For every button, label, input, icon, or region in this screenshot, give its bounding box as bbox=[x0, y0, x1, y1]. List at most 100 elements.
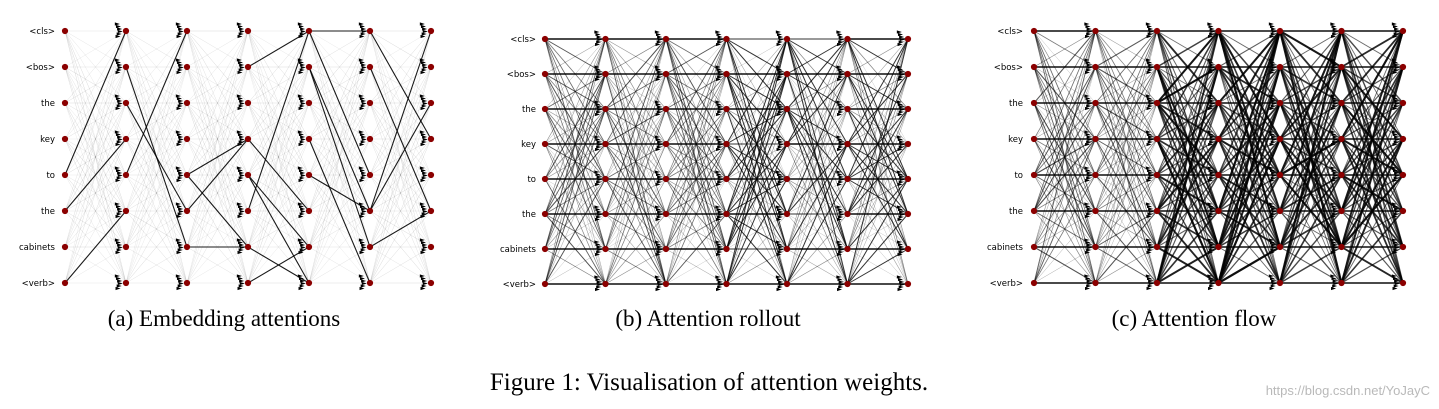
arrowhead bbox=[361, 29, 367, 34]
arrowhead bbox=[1330, 94, 1336, 98]
token-node bbox=[1092, 135, 1099, 143]
attention-edge bbox=[1217, 30, 1281, 140]
attention-edge bbox=[369, 102, 432, 212]
arrowhead bbox=[1332, 243, 1338, 247]
attention-edge bbox=[1095, 66, 1158, 212]
attention-edge bbox=[369, 66, 432, 212]
token-node bbox=[783, 245, 791, 253]
attention-edge bbox=[1341, 30, 1404, 176]
arrowhead bbox=[655, 102, 661, 107]
arrowhead bbox=[298, 250, 304, 255]
arrowhead bbox=[236, 238, 242, 242]
attention-edge bbox=[125, 138, 188, 284]
arrowhead bbox=[1332, 99, 1338, 103]
token-node bbox=[183, 99, 191, 107]
arrowhead bbox=[655, 182, 661, 187]
arrowhead bbox=[655, 67, 661, 72]
arrowhead bbox=[176, 70, 182, 75]
arrowhead bbox=[777, 75, 783, 79]
attention-edge bbox=[125, 66, 188, 176]
token-node bbox=[122, 171, 130, 179]
arrowhead bbox=[778, 245, 784, 249]
attention-edge bbox=[308, 174, 371, 248]
arrowhead bbox=[300, 137, 306, 142]
arrowhead bbox=[239, 63, 245, 67]
arrowhead bbox=[717, 180, 723, 184]
arrowhead bbox=[1333, 101, 1339, 106]
arrowhead bbox=[421, 68, 427, 72]
arrowhead bbox=[117, 207, 123, 211]
arrowhead bbox=[1207, 22, 1213, 26]
attention-edge bbox=[1279, 66, 1343, 284]
arrowhead-layer bbox=[1084, 22, 1400, 291]
arrowhead bbox=[1271, 207, 1277, 211]
arrowhead bbox=[1394, 135, 1400, 139]
arrowhead bbox=[298, 178, 304, 183]
attention-edge bbox=[786, 143, 848, 250]
arrowhead bbox=[1269, 214, 1275, 219]
arrowhead bbox=[775, 170, 781, 174]
token-node bbox=[1153, 27, 1161, 35]
arrowhead bbox=[1332, 279, 1338, 283]
arrowhead bbox=[1146, 168, 1152, 173]
attention-edge bbox=[544, 73, 606, 180]
arrowhead bbox=[1208, 276, 1214, 281]
token-node bbox=[1030, 99, 1038, 107]
token-node bbox=[1338, 135, 1345, 143]
arrowhead bbox=[596, 280, 602, 284]
attention-edge bbox=[1095, 102, 1158, 176]
token-node bbox=[366, 135, 374, 143]
attention-edge bbox=[247, 174, 310, 248]
arrowhead bbox=[116, 284, 122, 288]
arrowhead bbox=[1333, 209, 1339, 214]
arrowhead bbox=[422, 245, 428, 250]
arrowhead bbox=[594, 135, 600, 139]
arrowhead bbox=[239, 99, 245, 103]
arrowhead bbox=[595, 182, 601, 187]
attention-edge bbox=[247, 66, 310, 140]
arrowhead bbox=[596, 215, 602, 219]
arrowhead bbox=[778, 175, 784, 179]
attention-edge bbox=[847, 73, 909, 215]
arrowhead bbox=[298, 70, 304, 75]
arrowhead bbox=[778, 177, 784, 182]
arrowhead bbox=[655, 242, 661, 247]
arrowhead bbox=[298, 142, 304, 147]
attention-edge bbox=[605, 108, 667, 250]
token-node bbox=[1092, 243, 1099, 251]
arrowhead bbox=[1271, 27, 1277, 31]
arrowhead bbox=[359, 132, 365, 137]
arrowhead bbox=[1148, 207, 1154, 211]
caption-a: (a) Embedding attentions bbox=[108, 306, 341, 331]
arrowhead bbox=[777, 145, 783, 149]
token-node bbox=[1399, 27, 1407, 35]
arrowhead bbox=[839, 107, 845, 112]
arrowhead bbox=[778, 247, 784, 252]
arrowhead bbox=[239, 65, 245, 70]
attention-edge bbox=[786, 108, 848, 250]
attention-edge bbox=[605, 178, 667, 285]
arrowhead bbox=[596, 250, 602, 254]
attention-edge bbox=[308, 66, 371, 140]
token-label: to bbox=[527, 175, 536, 185]
attention-edge bbox=[125, 30, 188, 140]
token-label: the bbox=[522, 105, 536, 115]
arrowhead bbox=[839, 212, 845, 217]
attention-edge bbox=[64, 30, 127, 140]
arrowhead bbox=[175, 238, 181, 242]
arrowhead bbox=[239, 101, 245, 106]
arrowhead bbox=[178, 137, 184, 142]
arrowhead bbox=[1085, 106, 1091, 111]
arrowhead bbox=[655, 277, 661, 282]
arrowhead bbox=[1146, 106, 1152, 111]
token-node bbox=[366, 243, 374, 251]
attention-edge bbox=[605, 38, 667, 250]
arrowhead bbox=[595, 277, 601, 282]
arrowhead bbox=[419, 22, 425, 26]
attention-edge bbox=[247, 66, 310, 140]
arrowhead bbox=[421, 212, 427, 216]
arrowhead bbox=[178, 135, 184, 139]
arrowhead bbox=[1271, 171, 1277, 175]
arrowhead bbox=[1269, 142, 1275, 147]
arrowhead bbox=[1208, 70, 1214, 75]
